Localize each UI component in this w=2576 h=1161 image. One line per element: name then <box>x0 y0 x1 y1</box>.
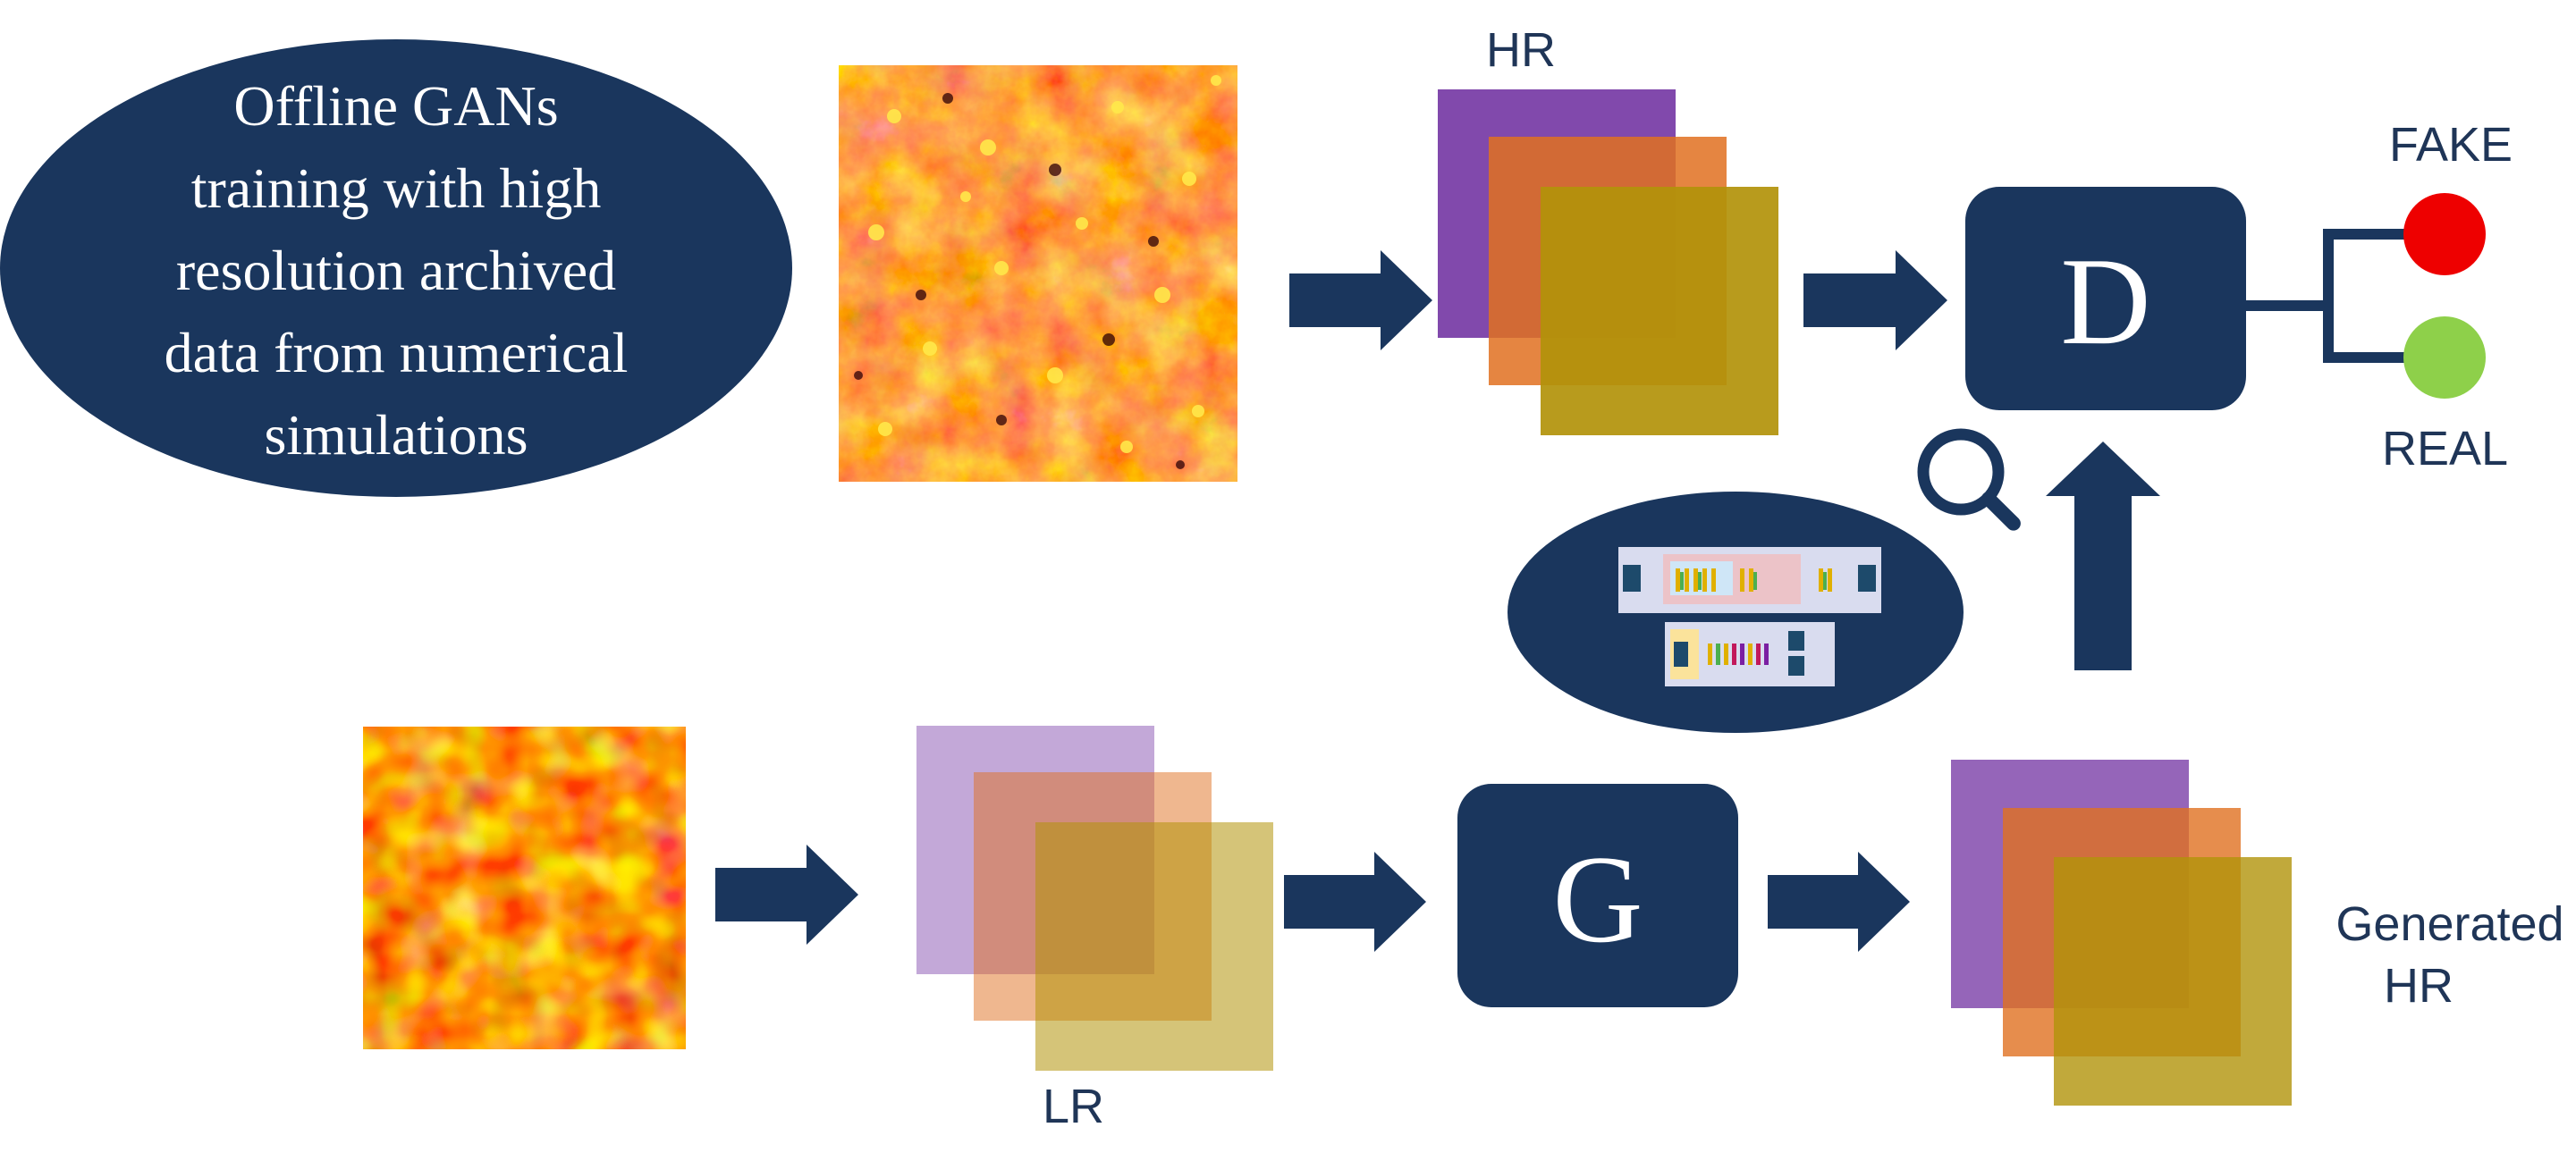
arrow-to-discriminator <box>1803 250 1947 350</box>
lr-stack: LR <box>916 726 1273 1133</box>
architecture-bubble <box>1508 492 1964 733</box>
hr-field-image <box>839 65 1237 482</box>
arrow-to-generated-hr <box>1768 852 1910 952</box>
generator-architecture-thumbnail <box>1618 547 1881 613</box>
real-label: REAL <box>2382 422 2508 475</box>
generator-block: G <box>1457 784 1738 1007</box>
real-indicator <box>2403 316 2486 399</box>
title-bubble: Offline GANs training with high resoluti… <box>0 39 792 497</box>
discriminator-block: D <box>1965 187 2246 410</box>
title-line-5: simulations <box>264 403 528 467</box>
arrow-up-to-discriminator <box>2046 442 2160 670</box>
lr-field-image <box>363 727 686 1049</box>
lr-label: LR <box>1043 1080 1104 1133</box>
arrow-to-hr-stack <box>1289 250 1432 350</box>
discriminator-label: D <box>2060 232 2150 371</box>
hr-label: HR <box>1486 23 1556 77</box>
generator-label: G <box>1552 830 1643 969</box>
generated-hr-label-line-2: HR <box>2384 959 2454 1013</box>
magnifier-icon <box>1917 428 2021 531</box>
title-line-2: training with high <box>191 156 602 220</box>
generated-hr-label-line-1: Generated <box>2335 897 2563 951</box>
output-branch <box>2246 229 2432 363</box>
arrow-to-generator <box>1284 852 1426 952</box>
fake-label: FAKE <box>2389 118 2513 172</box>
fake-indicator <box>2403 193 2486 275</box>
discriminator-architecture-thumbnail <box>1665 622 1835 686</box>
hr-stack: HR <box>1438 23 1778 435</box>
arrow-to-lr-stack <box>715 845 858 945</box>
title-line-1: Offline GANs <box>233 74 558 138</box>
title-line-3: resolution archived <box>176 239 616 302</box>
title-line-4: data from numerical <box>165 321 629 384</box>
generated-hr-stack: Generated HR <box>1951 760 2564 1106</box>
